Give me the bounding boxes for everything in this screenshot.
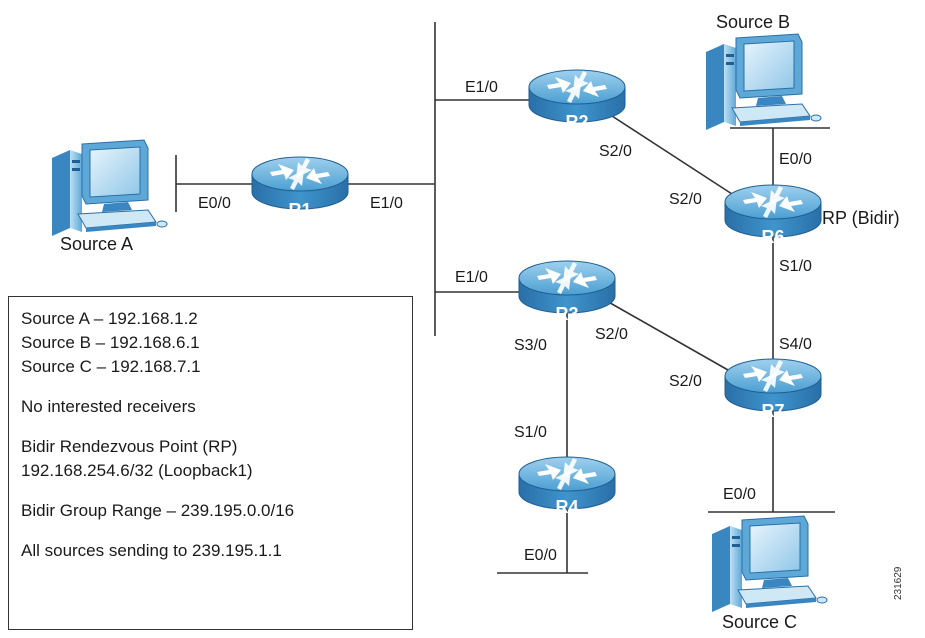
if-r4-e00: E0/0 (524, 547, 557, 564)
if-r3-s20: S2/0 (595, 326, 628, 343)
link-r2-r6 (611, 115, 733, 195)
if-r7-e00: E0/0 (723, 486, 756, 503)
if-r1-e00: E0/0 (198, 195, 231, 212)
info-rp-title: Bidir Rendezvous Point (RP) (21, 437, 238, 456)
router-r6-label: R6 (761, 227, 784, 247)
info-source-c: Source C – 192.168.7.1 (21, 357, 201, 376)
source-b-pc-icon (705, 33, 822, 131)
if-r2-s20: S2/0 (599, 143, 632, 160)
if-r4-s10: S1/0 (514, 424, 547, 441)
if-r7-s20: S2/0 (669, 373, 702, 390)
info-source-b: Source B – 192.168.6.1 (21, 333, 200, 352)
source-a-pc-icon (51, 139, 168, 237)
if-r3-s30: S3/0 (514, 337, 547, 354)
source-b-label: Source B (716, 12, 790, 32)
router-r7-label: R7 (761, 401, 784, 421)
rp-label: RP (Bidir) (822, 208, 900, 228)
legend-box: Source A – 192.168.1.2 Source B – 192.16… (8, 296, 413, 630)
figure-number: 231629 (893, 566, 904, 600)
if-r7-s40: S4/0 (779, 336, 812, 353)
info-sending: All sources sending to 239.195.1.1 (21, 541, 282, 560)
if-r6-s20: S2/0 (669, 191, 702, 208)
info-rp-address: 192.168.254.6/32 (Loopback1) (21, 461, 253, 480)
info-source-a: Source A – 192.168.1.2 (21, 309, 198, 328)
router-r2-label: R2 (565, 112, 588, 132)
if-r6-s10: S1/0 (779, 258, 812, 275)
info-receivers: No interested receivers (21, 397, 196, 416)
link-r3-r7 (604, 299, 729, 371)
if-r3-e10: E1/0 (455, 269, 488, 286)
source-a-label: Source A (60, 234, 133, 254)
if-r1-e10: E1/0 (370, 195, 403, 212)
if-r2-e10: E1/0 (465, 79, 498, 96)
router-r1-label: R1 (288, 200, 311, 220)
info-group-range: Bidir Group Range – 239.195.0.0/16 (21, 501, 295, 520)
router-r4-label: R4 (555, 497, 578, 517)
source-c-pc-icon (711, 515, 828, 613)
source-c-label: Source C (722, 612, 797, 632)
if-r6-e00: E0/0 (779, 151, 812, 168)
router-r3-label: R3 (555, 304, 578, 324)
